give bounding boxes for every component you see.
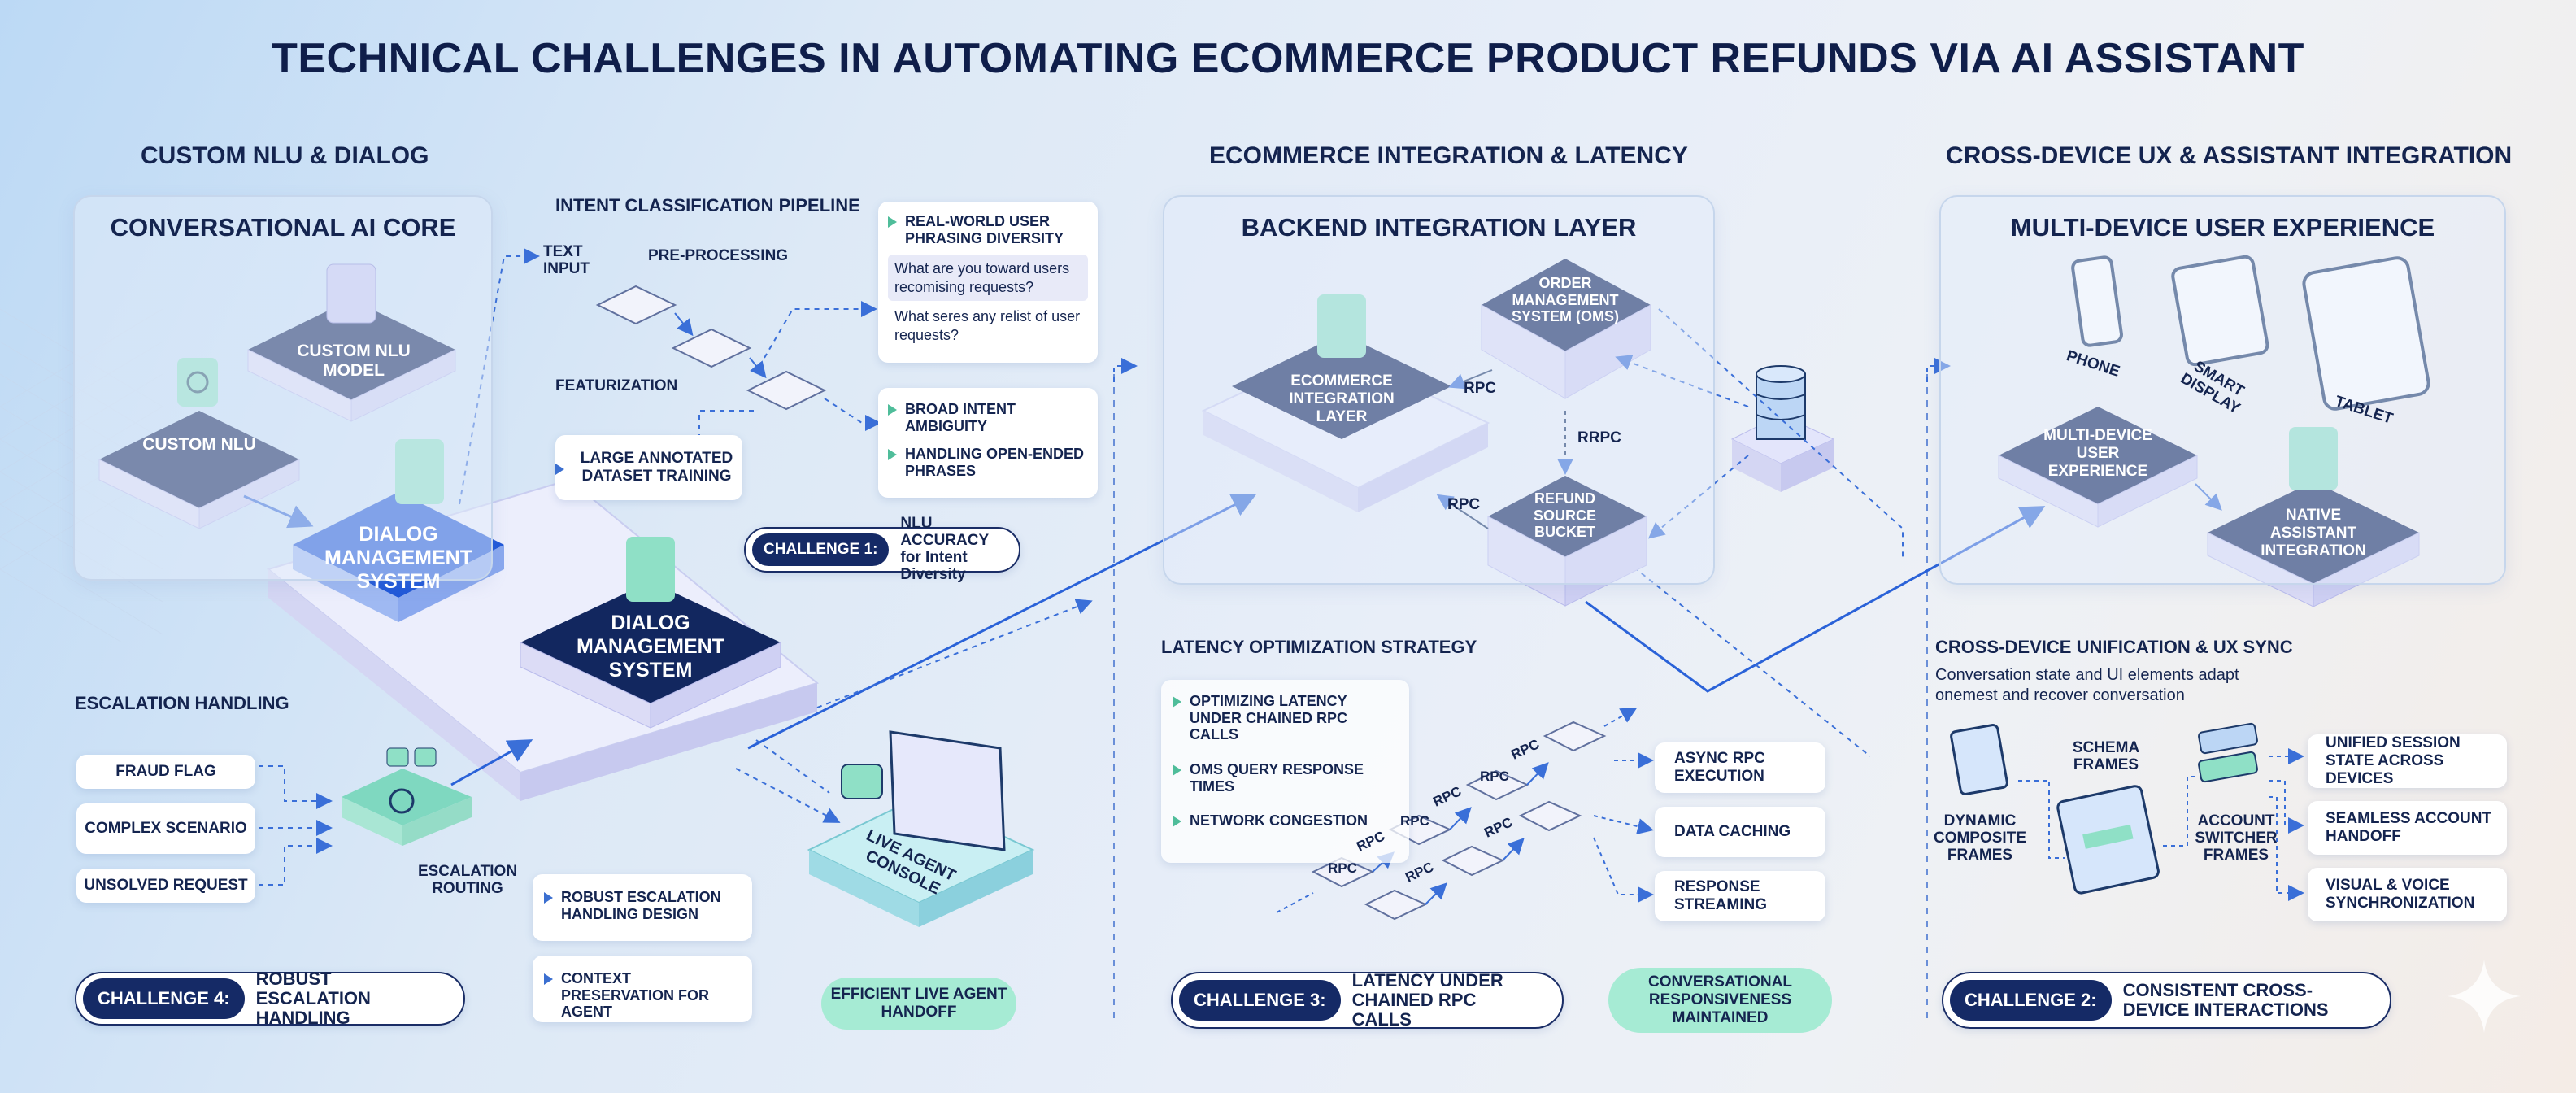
robust-escalation-text: ROBUST ESCALATION HANDLING DESIGN	[561, 889, 721, 922]
bullet-icon	[888, 404, 897, 416]
dialog-management-node-2: DIALOG MANAGEMENT SYSTEM	[577, 612, 724, 681]
rpc-label-oms: RPC	[1464, 380, 1497, 397]
custom-nlu-model-node: CUSTOM NLU MODEL	[297, 342, 411, 381]
rrpc-label: RRPC	[1577, 429, 1621, 446]
challenge-text: NLU ACCURACY for Intent Diversity	[900, 515, 989, 583]
phrasing-diversity-card: REAL-WORLD USER PHRASING DIVERSITY What …	[878, 202, 1098, 363]
refund-source-node: REFUND SOURCE BUCKET	[1533, 490, 1596, 541]
intent-ambiguity-card: BROAD INTENT AMBIGUITY HANDLING OPEN-END…	[878, 388, 1098, 498]
text-input-label: TEXT INPUT	[543, 243, 590, 277]
rpc-label-refund: RPC	[1447, 496, 1481, 513]
phrase-example-1: What are you toward users recomising req…	[888, 255, 1088, 302]
visual-voice-sync-card: VISUAL & VOICE SYNCHRONIZATION	[2308, 868, 2507, 921]
conversational-ai-core-panel: CONVERSATIONAL AI CORE	[73, 195, 493, 581]
latency-item: OPTIMIZING LATENCY UNDER CHAINED RPC CAL…	[1173, 693, 1398, 743]
bullet-icon	[1173, 816, 1181, 828]
panel-title: MULTI-DEVICE USER EXPERIENCE	[2010, 213, 2435, 242]
robust-escalation-card: ROBUST ESCALATION HANDLING DESIGN	[533, 874, 752, 941]
rpc-chain-label: RPC	[1400, 813, 1429, 829]
sync-heading: CROSS-DEVICE UNIFICATION & UX SYNC	[1935, 637, 2293, 657]
context-preservation-text: CONTEXT PRESERVATION FOR AGENT	[561, 970, 710, 1021]
challenge-4-badge: CHALLENGE 4: ROBUST ESCALATION HANDLING	[75, 968, 465, 1029]
schema-frames-label: SCHEMA FRAMES	[2072, 739, 2140, 773]
seamless-handoff-card: SEAMLESS ACCOUNT HANDOFF	[2308, 801, 2507, 855]
responsiveness-pill: CONVERSATIONAL RESPONSIVENESS MAINTAINED	[1608, 968, 1832, 1033]
efficient-handoff-pill: EFFICIENT LIVE AGENT HANDOFF	[821, 978, 1016, 1030]
panel-title: BACKEND INTEGRATION LAYER	[1241, 213, 1637, 242]
bullet-icon	[888, 216, 897, 228]
bullet-icon	[555, 464, 564, 475]
native-assistant-node: NATIVE ASSISTANT INTEGRATION	[2261, 507, 2366, 560]
complex-scenario-tag: COMPLEX SCENARIO	[76, 803, 255, 854]
featurization-label: FEATURIZATION	[555, 377, 678, 394]
pipeline-heading: INTENT CLASSIFICATION PIPELINE	[555, 195, 860, 216]
dataset-training-card: LARGE ANNOTATED DATASET TRAINING	[555, 435, 742, 500]
challenge-tag: CHALLENGE 2:	[1950, 980, 2112, 1021]
escalation-routing-label: ESCALATION ROUTING	[417, 863, 518, 897]
challenge-text: ROBUST ESCALATION HANDLING	[255, 968, 371, 1029]
bullet-icon	[1173, 764, 1181, 777]
section-heading-nlu: CUSTOM NLU & DIALOG	[141, 142, 429, 169]
challenge-text: CONSISTENT CROSS-DEVICE INTERACTIONS	[2122, 979, 2329, 1020]
section-heading-ecommerce: ECOMMERCE INTEGRATION & LATENCY	[1209, 142, 1688, 169]
challenge-3-badge: CHALLENGE 3: LATENCY UNDER CHAINED RPC C…	[1171, 969, 1564, 1030]
challenge-2-badge: CHALLENGE 2: CONSISTENT CROSS-DEVICE INT…	[1942, 972, 2391, 1029]
ambiguity-item: BROAD INTENT AMBIGUITY	[888, 401, 1088, 434]
multi-device-panel: MULTI-DEVICE USER EXPERIENCE	[1939, 195, 2506, 585]
open-ended-item: HANDLING OPEN-ENDED PHRASES	[888, 446, 1088, 479]
multi-device-ux-node: MULTI-DEVICE USER EXPERIENCE	[2043, 427, 2152, 480]
dataset-training-text: LARGE ANNOTATED DATASET TRAINING	[580, 450, 733, 485]
phrase-example-2: What seres any relist of user requests?	[894, 308, 1081, 343]
escalation-heading: ESCALATION HANDLING	[75, 693, 289, 713]
panel-title: CONVERSATIONAL AI CORE	[110, 213, 456, 242]
latency-item: OMS QUERY RESPONSE TIMES	[1173, 761, 1398, 795]
preprocessing-label: PRE-PROCESSING	[648, 247, 789, 264]
backend-integration-panel: BACKEND INTEGRATION LAYER	[1163, 195, 1715, 585]
custom-nlu-node: CUSTOM NLU	[142, 435, 256, 454]
latency-heading: LATENCY OPTIMIZATION STRATEGY	[1161, 637, 1477, 657]
phrasing-title: REAL-WORLD USER PHRASING DIVERSITY	[888, 213, 1088, 246]
sync-description: Conversation state and UI elements adapt…	[1935, 666, 2239, 704]
account-switcher-label: ACCOUNT SWITCHER FRAMES	[2195, 812, 2278, 864]
bullet-icon	[544, 892, 553, 904]
rpc-chain-label: RPC	[1328, 860, 1357, 876]
challenge-tag: CHALLENGE 4:	[83, 978, 245, 1019]
dialog-management-node-1: DIALOG MANAGEMENT SYSTEM	[324, 523, 472, 593]
response-streaming-card: RESPONSE STREAMING	[1655, 871, 1825, 921]
challenge-tag: CHALLENGE 3:	[1179, 980, 1341, 1021]
context-preservation-card: CONTEXT PRESERVATION FOR AGENT	[533, 956, 752, 1022]
unsolved-request-tag: UNSOLVED REQUEST	[76, 869, 255, 903]
challenge-tag: CHALLENGE 1:	[752, 533, 890, 566]
fraud-flag-tag: FRAUD FLAG	[76, 755, 255, 789]
page-title: TECHNICAL CHALLENGES IN AUTOMATING ECOMM…	[272, 35, 2304, 82]
async-rpc-card: ASYNC RPC EXECUTION	[1655, 742, 1825, 793]
ecommerce-integration-node: ECOMMERCE INTEGRATION LAYER	[1289, 372, 1395, 425]
latency-factors-card: OPTIMIZING LATENCY UNDER CHAINED RPC CAL…	[1161, 680, 1409, 863]
bullet-icon	[1173, 696, 1181, 708]
section-heading-ux: CROSS-DEVICE UX & ASSISTANT INTEGRATION	[1946, 142, 2513, 169]
latency-item: NETWORK CONGESTION	[1173, 812, 1398, 830]
rpc-chain-label: RPC	[1480, 769, 1509, 784]
unified-session-card: UNIFIED SESSION STATE ACROSS DEVICES	[2308, 734, 2507, 788]
challenge-text: LATENCY UNDER CHAINED RPC CALLS	[1351, 969, 1503, 1030]
dynamic-frames-label: DYNAMIC COMPOSITE FRAMES	[1933, 812, 2026, 864]
oms-node: ORDER MANAGEMENT SYSTEM (OMS)	[1511, 275, 1619, 325]
bullet-icon	[888, 449, 897, 461]
bullet-icon	[544, 973, 553, 985]
challenge-1-badge: CHALLENGE 1: NLU ACCURACY for Intent Div…	[744, 515, 1020, 583]
data-caching-card: DATA CACHING	[1655, 807, 1825, 857]
